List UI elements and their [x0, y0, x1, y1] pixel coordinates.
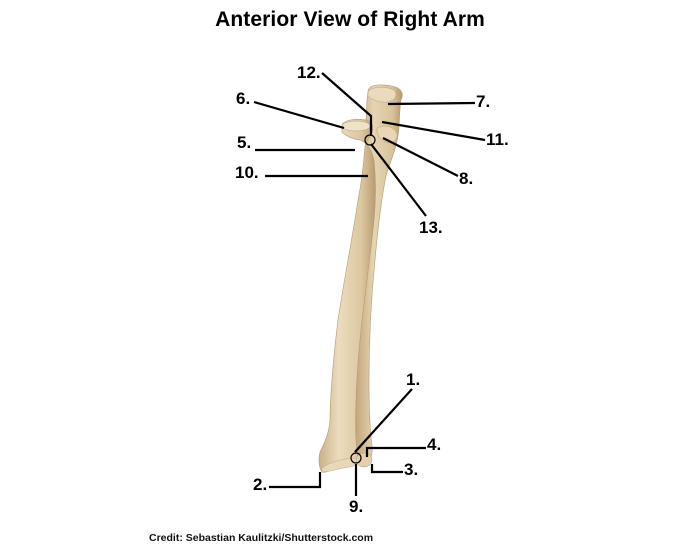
label-12: 12. [297, 63, 321, 82]
label-8: 8. [459, 169, 474, 188]
marker-circle-9 [350, 452, 362, 464]
label-10: 10. [235, 163, 259, 182]
label-13: 13. [419, 218, 443, 237]
label-6: 6. [236, 89, 251, 108]
image-credit: Credit: Sebastian Kaulitzki/Shutterstock… [149, 532, 374, 544]
label-11: 11. [486, 130, 509, 149]
label-3: 3. [404, 460, 419, 479]
marker-circle-13 [364, 134, 376, 146]
diagram-title: Anterior View of Right Arm [215, 8, 485, 31]
leader-lines [253, 72, 486, 496]
coronoid-process [376, 125, 398, 143]
radial-head [341, 120, 371, 132]
label-9: 9. [349, 497, 364, 516]
label-4: 4. [427, 435, 442, 454]
label-7: 7. [476, 92, 491, 111]
label-1: 1. [406, 370, 421, 389]
label-5: 5. [237, 133, 252, 152]
label-2: 2. [253, 475, 268, 494]
ulnar-head [355, 452, 373, 468]
olecranon-process [367, 87, 397, 103]
